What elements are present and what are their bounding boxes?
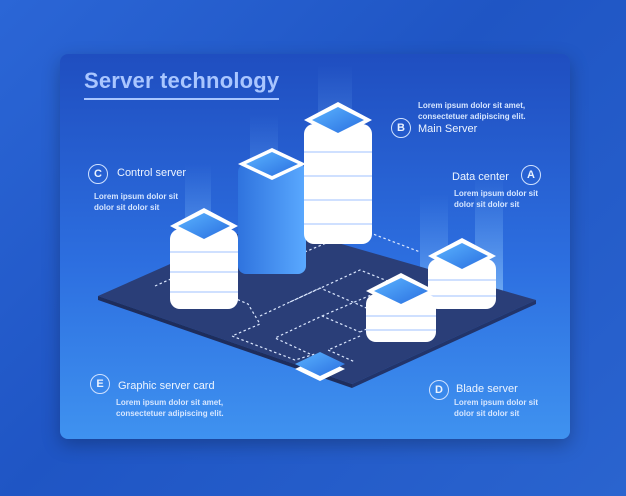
badge-c: C bbox=[88, 164, 108, 184]
blade-server-description: Lorem ipsum dolor sit dolor sit dolor si… bbox=[454, 397, 538, 419]
badge-letter: D bbox=[435, 384, 443, 396]
page-title: Server technology bbox=[84, 68, 280, 100]
graphic-server-card-description: Lorem ipsum dolor sit amet, consectetuer… bbox=[116, 397, 224, 419]
graphic-server-card-label: Graphic server card bbox=[118, 380, 215, 392]
description-line: dolor sit dolor sit bbox=[94, 203, 160, 212]
data-center-stack bbox=[428, 238, 496, 309]
badge-letter: E bbox=[96, 378, 104, 390]
badge-a: A bbox=[521, 165, 541, 185]
description-line: dolor sit dolor sit bbox=[454, 200, 520, 209]
badge-letter: A bbox=[527, 169, 535, 181]
platform-edge bbox=[352, 300, 536, 388]
infographic-panel: Server technology bbox=[60, 54, 570, 439]
tower-server bbox=[238, 148, 306, 274]
badge-b: B bbox=[391, 118, 411, 138]
blade-server-label: Blade server bbox=[456, 383, 518, 395]
main-server-stack bbox=[304, 102, 372, 244]
chip-top bbox=[295, 352, 345, 376]
blade-server-stack bbox=[366, 273, 436, 342]
control-server-stack bbox=[170, 208, 238, 309]
platform-edge bbox=[98, 296, 352, 388]
badge-d: D bbox=[429, 380, 449, 400]
description-line: Lorem ipsum dolor sit amet, bbox=[116, 398, 224, 407]
description-line: consectetuer adipiscing elit. bbox=[418, 112, 526, 121]
data-center-description: Lorem ipsum dolor sit dolor sit dolor si… bbox=[454, 188, 538, 210]
main-server-description: Lorem ipsum dolor sit amet, consectetuer… bbox=[418, 100, 526, 122]
badge-e: E bbox=[90, 374, 110, 394]
data-center-label: Data center bbox=[452, 171, 509, 183]
title-text: Server technology bbox=[84, 68, 280, 93]
control-server-label: Control server bbox=[117, 167, 187, 179]
description-line: Lorem ipsum dolor sit bbox=[94, 192, 179, 201]
description-line: Lorem ipsum dolor sit bbox=[454, 189, 539, 198]
title-underline bbox=[84, 98, 280, 100]
description-line: dolor sit dolor sit bbox=[454, 409, 520, 418]
main-server-label: Main Server bbox=[418, 123, 478, 135]
badge-letter: C bbox=[94, 168, 102, 180]
server-isometric-illustration bbox=[98, 64, 536, 388]
control-server-description: Lorem ipsum dolor sit dolor sit dolor si… bbox=[94, 191, 178, 213]
description-line: Lorem ipsum dolor sit amet, bbox=[418, 101, 526, 110]
badge-letter: B bbox=[397, 122, 405, 134]
description-line: consectetuer adipiscing elit. bbox=[116, 409, 224, 418]
description-line: Lorem ipsum dolor sit bbox=[454, 398, 539, 407]
